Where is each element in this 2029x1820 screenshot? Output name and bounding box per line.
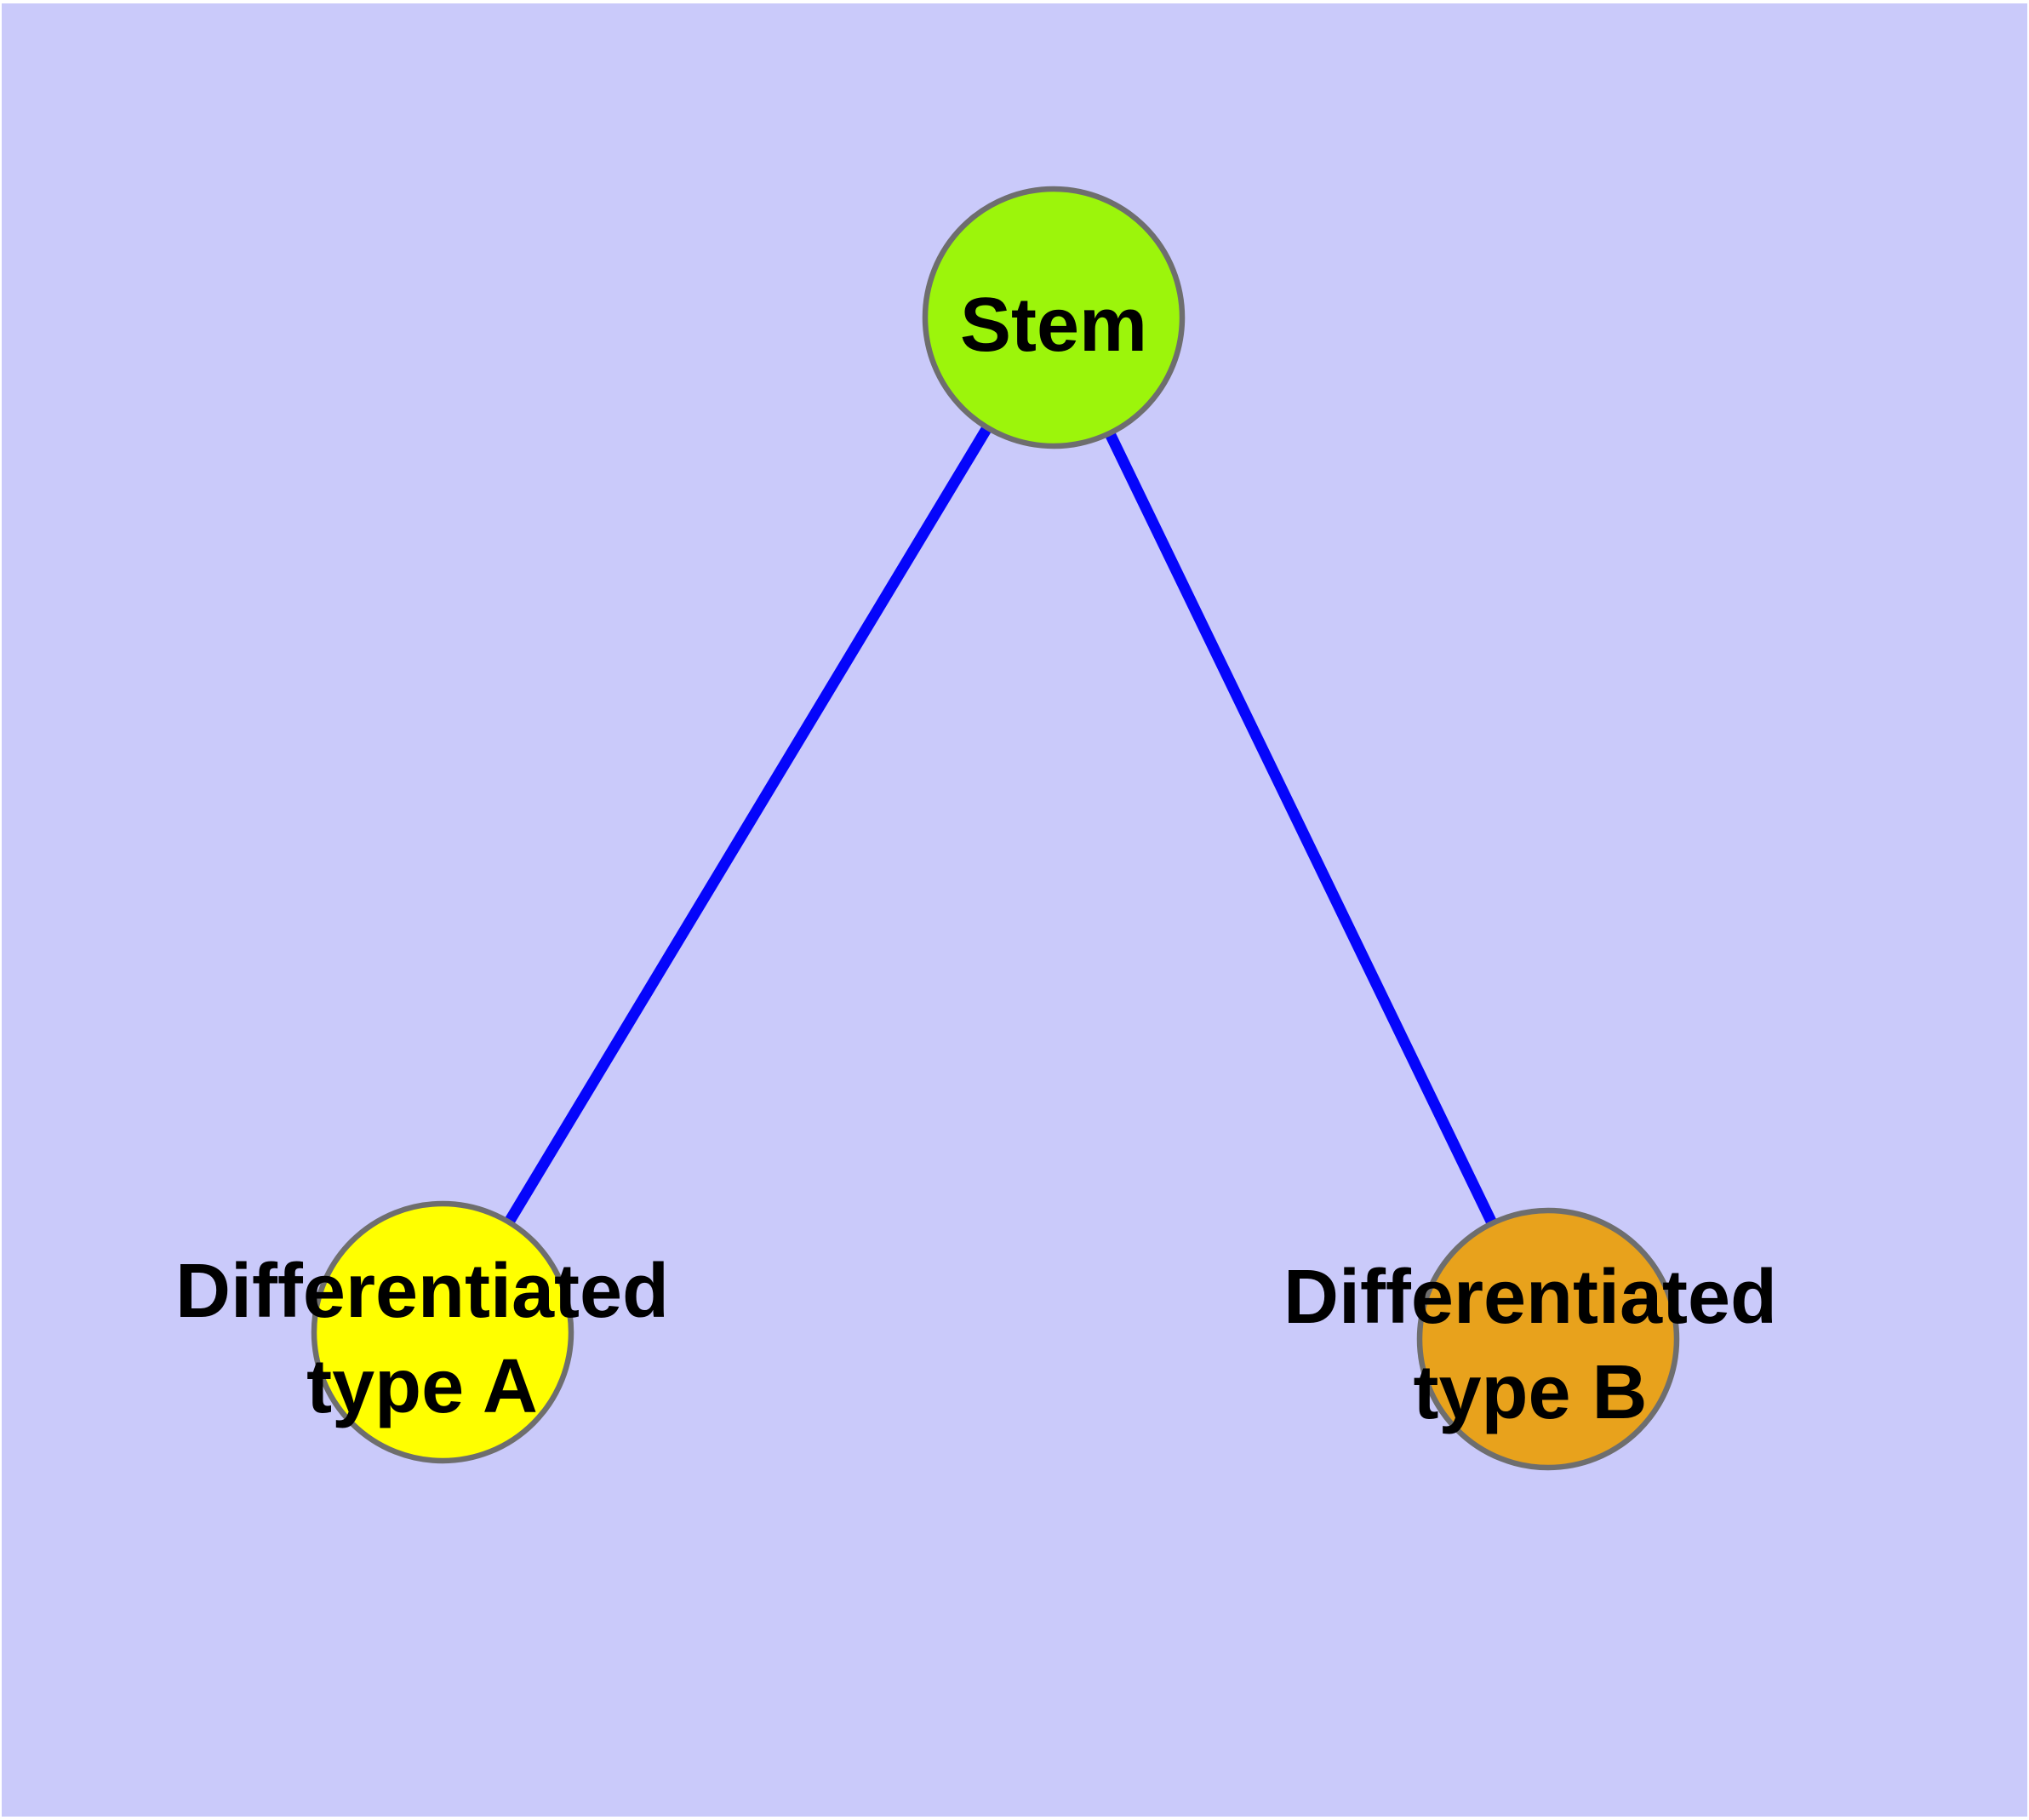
node-stem-label: Stem [960,283,1147,368]
node-type-a-label-line1: Differentiated [175,1249,669,1334]
node-differentiated-type-b [1416,1207,1680,1471]
node-stem [922,186,1186,449]
edge-stem-to-type-a [437,314,1059,1336]
node-type-b-label-line1: Differentiated [1283,1255,1777,1340]
edge-stem-to-type-b [1049,315,1553,1342]
node-type-b-label-line2: type B [1413,1350,1647,1435]
node-type-a-label-line2: type A [306,1344,538,1429]
node-differentiated-type-a [311,1200,574,1464]
